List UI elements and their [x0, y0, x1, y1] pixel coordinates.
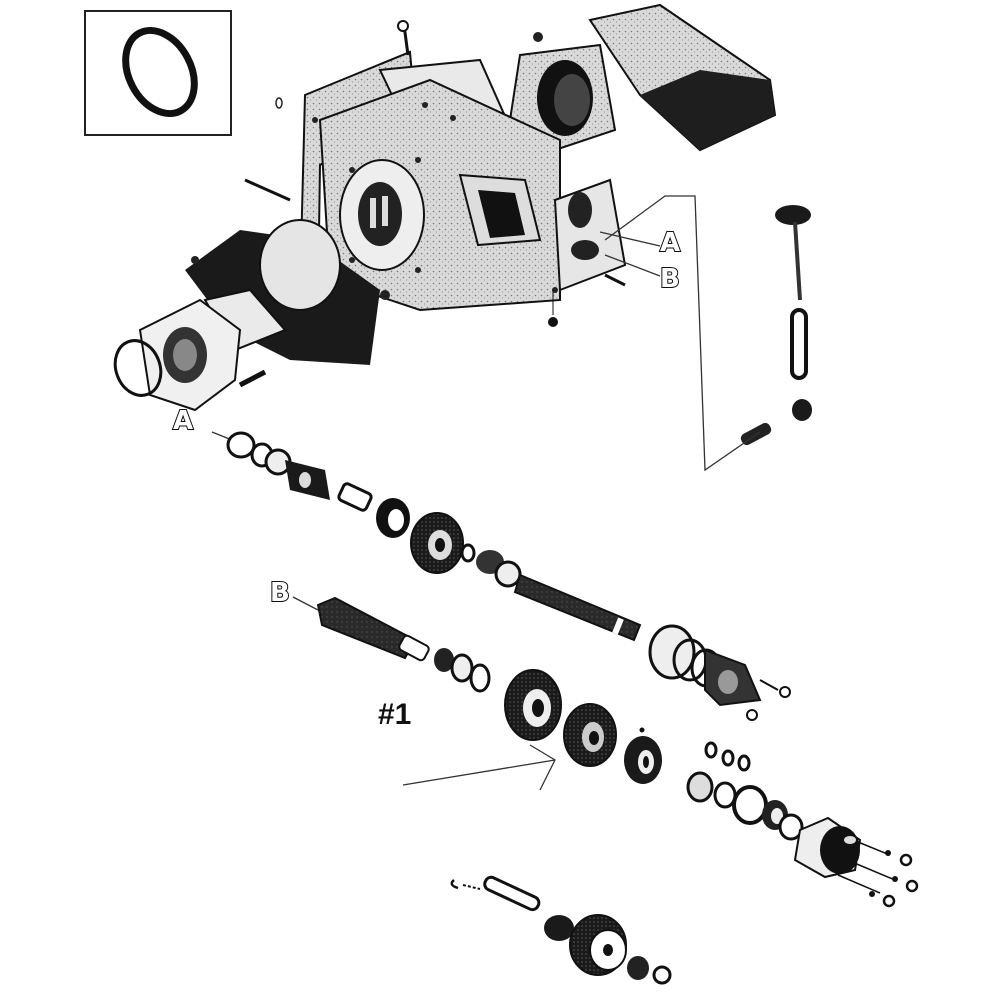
callout-a-housing: A: [659, 228, 681, 258]
callout-a-shaft: A: [172, 406, 194, 436]
reference-number-label: #1: [378, 698, 412, 731]
right-bell-housing: [508, 3, 777, 152]
shifter-lever: [740, 205, 812, 446]
gasket-inset: [84, 10, 232, 136]
idler-gear-stack: [450, 875, 672, 985]
callout-b-housing: B: [659, 264, 681, 294]
main-housing: [244, 20, 627, 327]
rear-bearing-cover: [686, 741, 919, 908]
input-shaft-stack: [226, 431, 642, 642]
countershaft-stack: [316, 596, 491, 693]
cluster-gears: [504, 669, 662, 784]
left-bell-housing: [113, 219, 380, 412]
leader-lines: [211, 195, 761, 791]
callout-b-shaft: B: [269, 578, 291, 608]
rear-housing-cover-upper: [648, 624, 791, 721]
